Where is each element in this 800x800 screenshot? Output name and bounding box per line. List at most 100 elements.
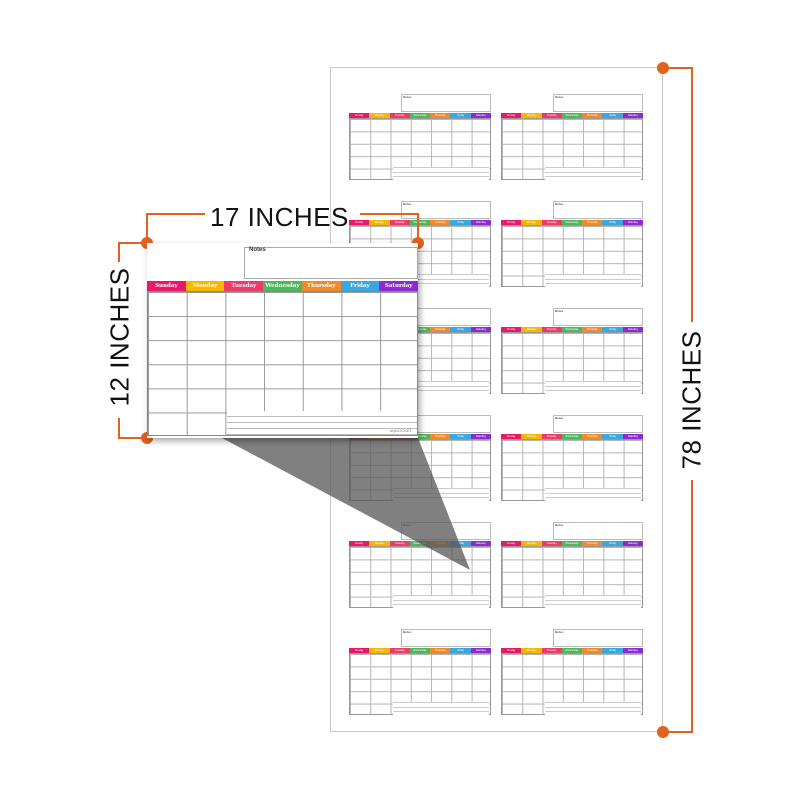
mini-weekday-label: Monday [369,113,390,118]
mini-notes-box [553,522,643,540]
mini-notes-lines [393,702,489,715]
mini-weekday-label: Sunday [349,220,370,225]
mini-notes-lines [545,167,641,180]
mini-weekday-label: Saturday [470,327,491,332]
mini-notes-box [401,201,491,219]
mini-weekday-label: Wednesday [409,113,431,118]
mini-notes-label: Notes [555,416,564,420]
mini-notes-lines [545,381,641,394]
mini-notes-label: Notes [555,523,564,527]
mini-weekday-label: Friday [602,541,623,546]
mini-notes-box [553,415,643,433]
mini-notes-label: Notes [555,309,564,313]
height-dimension-line-top [118,242,147,262]
mini-weekday-label: Thursday [430,220,451,225]
poster-dimension-line-top [663,67,693,322]
mini-weekday-label: Saturday [470,220,491,225]
mini-weekday-label: Tuesday [541,541,562,546]
mini-notes-box [553,308,643,326]
weekday-label: Wednesday [263,281,302,291]
mini-weekday-label: Friday [602,327,623,332]
mini-weekday-label: Thursday [430,434,451,439]
mini-weekday-label: Sunday [501,327,522,332]
mini-notes-box [401,629,491,647]
mini-weekday-label: Saturday [470,434,491,439]
notes-label: Notes [249,247,266,253]
mini-weekday-label: Thursday [582,113,603,118]
mini-weekday-label: Monday [521,541,542,546]
mini-weekday-label: Friday [450,434,471,439]
mini-weekday-label: Sunday [501,434,522,439]
mini-weekday-label: Sunday [349,648,370,653]
mini-notes-box [553,201,643,219]
mini-weekday-label: Friday [450,220,471,225]
mini-weekday-label: Saturday [622,327,643,332]
mini-weekday-label: Sunday [349,113,370,118]
mini-notes-lines [545,274,641,287]
mini-weekday-label: Thursday [430,327,451,332]
weekday-label: Monday [185,281,225,291]
mini-notes-label: Notes [555,630,564,634]
mini-weekday-label: Friday [602,648,623,653]
mini-weekday-label: Saturday [470,648,491,653]
mini-weekday-label: Wednesday [409,648,431,653]
mini-weekday-label: Sunday [501,220,522,225]
mini-weekday-label: Thursday [582,327,603,332]
mini-weekday-label: Monday [521,220,542,225]
mini-weekday-label: Tuesday [541,113,562,118]
mini-notes-lines [393,167,489,180]
mini-weekday-label: Friday [602,220,623,225]
mini-weekday-label: Thursday [582,648,603,653]
mini-weekday-label: Tuesday [389,648,410,653]
notes-lines [227,411,417,435]
mini-weekday-label: Saturday [470,541,491,546]
mini-weekday-label: Sunday [501,648,522,653]
brand-logo: myDOCKET [390,428,412,433]
mini-weekday-label: Wednesday [561,327,583,332]
mini-weekday-label: Thursday [430,113,451,118]
mini-weekday-label: Thursday [582,220,603,225]
mini-weekday-label: Friday [450,327,471,332]
mini-weekday-label: Tuesday [389,113,410,118]
mini-weekday-label: Sunday [501,113,522,118]
mini-notes-lines [545,488,641,501]
mini-weekday-label: Saturday [622,648,643,653]
mini-weekday-label: Monday [521,648,542,653]
mini-weekday-label: Friday [602,434,623,439]
mini-weekday-label: Wednesday [409,434,431,439]
mini-notes-lines [545,595,641,608]
mini-weekday-label: Tuesday [541,648,562,653]
mini-weekday-label: Thursday [430,648,451,653]
mini-weekday-label: Saturday [622,541,643,546]
mini-weekday-label: Thursday [582,434,603,439]
mini-notes-box [553,94,643,112]
poster-length-label: 78 INCHES [676,330,707,470]
poster-dimension-line-bottom [663,480,693,733]
mini-notes-label: Notes [403,95,412,99]
mini-notes-box [553,629,643,647]
mini-weekday-label: Monday [369,648,390,653]
width-dimension-line [146,213,205,243]
mini-weekday-label: Wednesday [561,434,583,439]
mini-notes-lines [393,595,489,608]
width-label: 17 INCHES [210,202,349,232]
weekday-label: Saturday [379,281,419,291]
